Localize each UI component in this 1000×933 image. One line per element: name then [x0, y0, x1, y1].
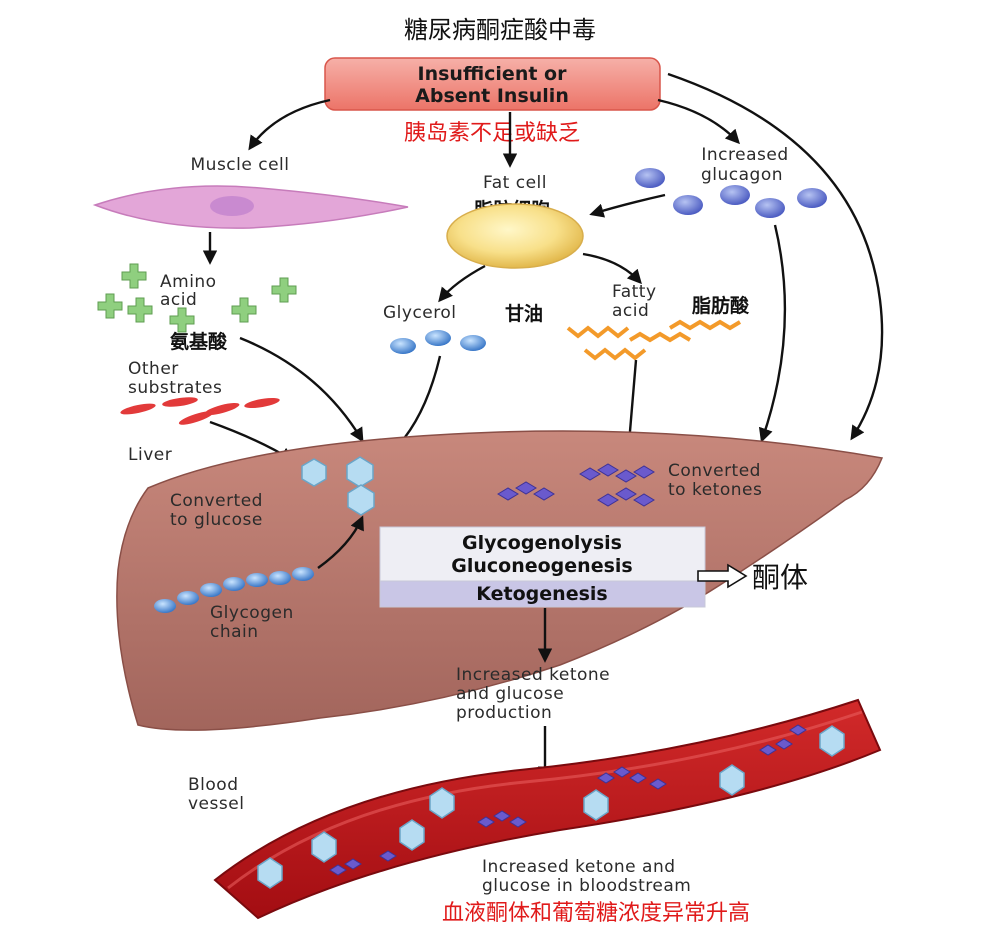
arrow-fat-to-glycerol [438, 264, 486, 303]
production-label-line3: production [456, 703, 552, 723]
converted-ketones-label-line1: Converted [668, 461, 761, 481]
ketone-diamonds-liver [497, 463, 655, 507]
glycerol-zh-label: 甘油 [505, 303, 543, 325]
blood-ketone-diamonds [329, 724, 807, 876]
amino-acid-icons [97, 263, 297, 333]
fatty-acid-label-line1: Fatty [612, 282, 657, 302]
glycogen-chain-icons [154, 567, 314, 613]
glycogen-chain-label-line2: chain [210, 622, 259, 642]
bloodstream-label-line1: Increased ketone and [482, 857, 676, 877]
arrow-fat-to-fatty-acid [582, 252, 642, 285]
ketone-zh-label: 酮体 [752, 561, 808, 594]
process-ketogenesis: Ketogenesis [476, 583, 607, 605]
converted-glucose-label-line2: to glucose [170, 510, 263, 530]
arrow-insulin-to-glucagon [657, 98, 740, 145]
blood-glucose-hexagons [257, 725, 845, 889]
arrow-glucagon-to-fat [589, 193, 666, 218]
glucagon-icons [635, 168, 827, 218]
insulin-box [324, 57, 661, 111]
hollow-arrow-to-ketone [697, 563, 748, 589]
insulin-label-line1: Insufficient or [418, 63, 568, 85]
converted-ketones-label-line2: to ketones [668, 480, 762, 500]
process-box-bottom [379, 580, 706, 608]
amino-acid-label-line1: Amino [160, 272, 217, 292]
other-substrates-icons [120, 397, 280, 425]
diagram-title: 糖尿病酮症酸中毒 [404, 16, 596, 44]
glycogen-chain-label-line1: Glycogen [210, 603, 294, 623]
process-glycogenolysis: Glycogenolysis [462, 532, 622, 554]
process-gluconeogenesis: Gluconeogenesis [451, 555, 632, 577]
fatty-acid-label-line2: acid [612, 301, 649, 321]
blood-vessel-shape [213, 698, 882, 920]
glucagon-label-line2: glucagon [701, 165, 783, 185]
glycerol-label: Glycerol [383, 303, 457, 323]
glucagon-label-line1: Increased [701, 145, 788, 165]
muscle-cell-nucleus [210, 196, 254, 216]
production-label-line1: Increased ketone [456, 665, 610, 685]
fatty-acid-zh-label: 脂肪酸 [692, 294, 750, 317]
arrow-insulin-to-muscle [248, 98, 331, 151]
other-substrates-label-line1: Other [128, 359, 179, 379]
arrow-amino-to-liver [239, 336, 364, 443]
converted-glucose-label-line1: Converted [170, 491, 263, 511]
fat-cell-label: Fat cell [483, 173, 547, 193]
amino-acid-label-line2: acid [160, 290, 197, 310]
blood-vessel-highlight [227, 710, 863, 890]
fatty-acid-icons [566, 319, 742, 361]
amino-acid-zh-label: 氨基酸 [170, 330, 228, 353]
insulin-zh-label: 胰岛素不足或缺乏 [404, 121, 580, 146]
glycerol-icons [390, 330, 486, 354]
process-box-top [379, 526, 706, 582]
blood-vessel-label-line2: vessel [188, 794, 244, 814]
arrow-glucagon-to-liver [758, 224, 787, 443]
fat-cell-shape [446, 203, 584, 269]
blood-vessel-label-line1: Blood [188, 775, 238, 795]
production-label-line2: and glucose [456, 684, 564, 704]
bloodstream-zh-label: 血液酮体和葡萄糖浓度异常升高 [442, 901, 750, 926]
arrow-glycogen-to-glucose [317, 515, 364, 569]
insulin-label-line2: Absent Insulin [415, 85, 569, 107]
glucose-hexagons [301, 456, 375, 516]
liver-label: Liver [128, 445, 172, 465]
other-substrates-label-line2: substrates [128, 378, 222, 398]
arrow-insulin-to-liver [667, 72, 884, 441]
muscle-cell-label: Muscle cell [191, 155, 290, 175]
bloodstream-label-line2: glucose in bloodstream [482, 876, 691, 896]
